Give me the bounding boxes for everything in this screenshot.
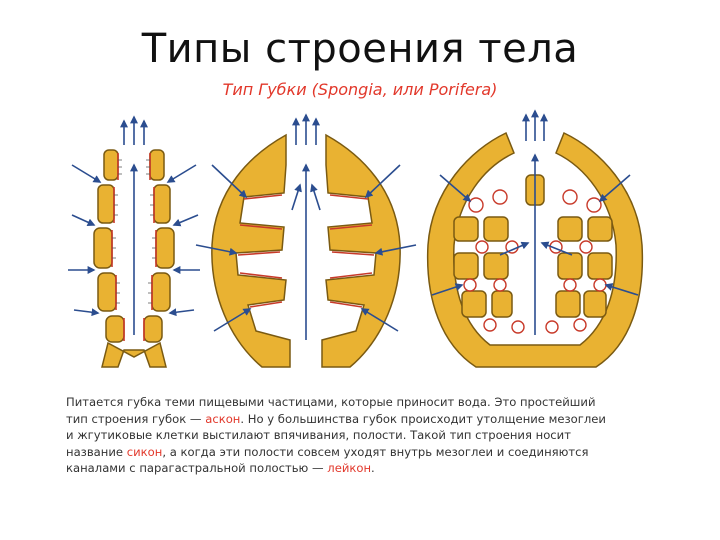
ascon-water-flow-arrows [68,117,200,335]
caption-line-3: и жгутиковые клетки выстилают впячивания… [66,427,646,444]
leucon-panel [428,111,643,367]
caption-line-4: название сикон, а когда эти полости совс… [66,444,646,461]
slide-title: Типы строения тела [0,26,720,72]
diagram-subtitle: Тип Губки (Spongia, или Porifera) [0,80,720,99]
term-leucon: лейкон [327,461,371,475]
sycon-panel [196,115,416,367]
term-sycon: сикон [127,445,163,459]
caption-line-5: каналами с парагастральной полостью — ле… [66,460,646,477]
ascon-panel [68,117,200,367]
caption-line-2: тип строения губок — аскон. Но у большин… [66,411,646,428]
sponge-body-types-diagram [0,105,720,390]
description-text: Питается губка теми пищевыми частицами, … [66,394,646,477]
term-ascon: аскон [205,412,240,426]
caption-line-1: Питается губка теми пищевыми частицами, … [66,394,646,411]
